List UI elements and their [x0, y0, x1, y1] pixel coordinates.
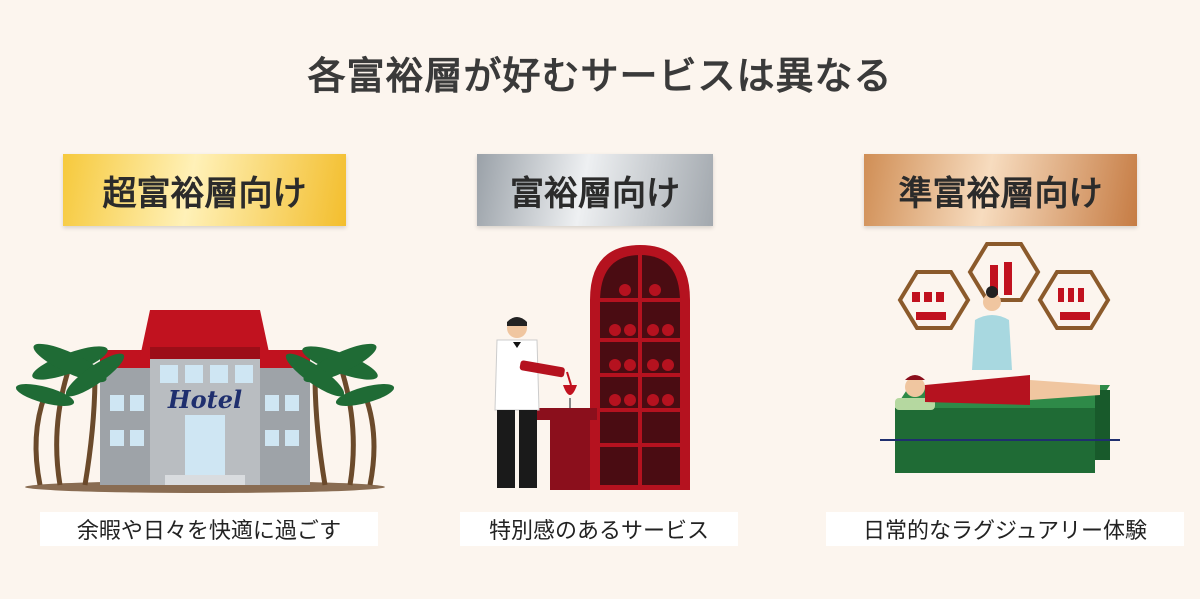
- page-title: 各富裕層が好むサービスは異なる: [307, 54, 893, 98]
- hotel-sign: Hotel: [167, 385, 242, 414]
- caption-wealthy: 特別感のあるサービス: [460, 512, 738, 546]
- caption-ultra-wealthy: 余暇や日々を快適に過ごす: [40, 512, 378, 546]
- hotel-illustration: Hotel: [15, 310, 395, 493]
- spa-illustration: [880, 242, 1120, 473]
- wine-service-illustration: [494, 245, 690, 490]
- tier-badge-semi-wealthy: 準富裕層向け: [864, 154, 1137, 226]
- caption-semi-wealthy: 日常的なラグジュアリー体験: [826, 512, 1184, 546]
- tier-badge-ultra-wealthy: 超富裕層向け: [63, 154, 346, 226]
- tier-badge-wealthy: 富裕層向け: [477, 154, 713, 226]
